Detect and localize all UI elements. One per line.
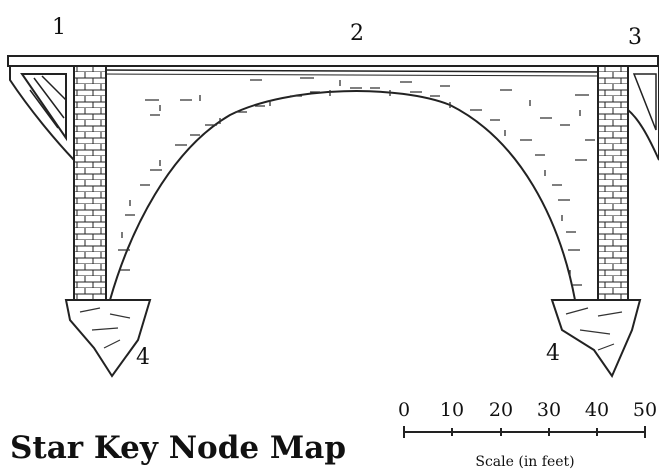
scale-tick-20: 20	[489, 399, 513, 421]
page-title: Star Key Node Map	[10, 430, 346, 466]
node-label-4-left: 4	[136, 345, 150, 370]
bridge-deck	[7, 55, 659, 77]
node-label-2: 2	[350, 21, 364, 46]
scale-bar: 0 10 20 30 40 50 Scale (in feet)	[398, 399, 657, 470]
node-label-3: 3	[628, 25, 642, 50]
arch-masonry	[109, 77, 595, 301]
scale-caption: Scale (in feet)	[475, 454, 574, 470]
scale-tick-40: 40	[585, 399, 609, 421]
node-label-4-right: 4	[546, 341, 560, 366]
left-foundation	[64, 299, 152, 378]
node-label-1: 1	[52, 15, 66, 40]
scale-tick-50: 50	[633, 399, 657, 421]
scale-tick-0: 0	[398, 399, 410, 421]
right-tower	[597, 65, 659, 301]
scale-tick-10: 10	[440, 399, 464, 421]
scale-tick-30: 30	[537, 399, 561, 421]
left-tower	[9, 65, 107, 301]
right-foundation	[550, 299, 642, 379]
